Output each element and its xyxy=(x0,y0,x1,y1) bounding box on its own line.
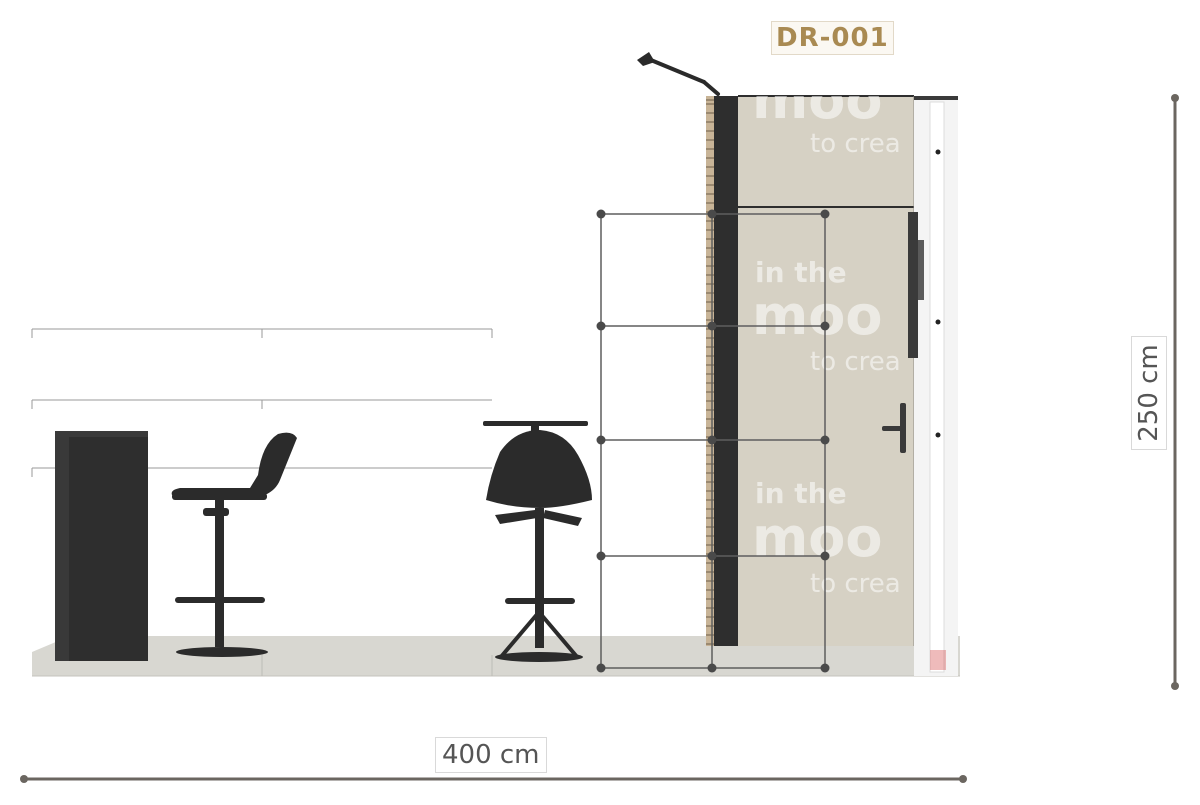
graphic-line2-top: moo xyxy=(752,68,882,131)
shelf-connector xyxy=(596,551,606,561)
bar-stool-right xyxy=(486,430,592,662)
booth-code-tag: DR-001 xyxy=(771,21,894,55)
shelf-connector xyxy=(820,435,830,445)
reception-counter xyxy=(55,431,148,661)
booth-frame-dark xyxy=(714,96,738,646)
shelf-connector xyxy=(707,663,717,673)
door-handle xyxy=(882,403,906,453)
shelf-connector xyxy=(820,551,830,561)
side-column xyxy=(908,96,958,676)
graphic-line3-mid: to crea xyxy=(810,347,901,377)
wall-graphic: moo to crea in the moo to crea in the mo… xyxy=(752,68,901,599)
graphic-line1-low: in the xyxy=(755,477,847,510)
shelf-connector xyxy=(707,321,717,331)
shelf-connector xyxy=(707,435,717,445)
shelf-connector xyxy=(820,321,830,331)
graphic-line3-low: to crea xyxy=(810,569,901,599)
shelf-connector xyxy=(820,209,830,219)
height-dimension-text: 250 cm xyxy=(1134,344,1164,442)
slat-wall xyxy=(706,96,714,646)
height-dimension-line xyxy=(1171,94,1179,690)
height-dimension-label: 250 cm xyxy=(1131,336,1167,450)
graphic-line1-mid: in the xyxy=(755,256,847,289)
spotlight xyxy=(637,52,720,96)
width-dimension-line xyxy=(20,775,967,783)
high-table xyxy=(483,421,588,434)
shelf-connector xyxy=(596,209,606,219)
bar-stool-left xyxy=(171,432,297,657)
shelf-connector xyxy=(820,663,830,673)
shelf-connector xyxy=(596,321,606,331)
graphic-line2-low: moo xyxy=(752,506,882,569)
shelf-connector xyxy=(596,435,606,445)
shelf-connector xyxy=(707,209,717,219)
graphic-line3-top: to crea xyxy=(810,129,901,159)
width-dimension-label: 400 cm xyxy=(435,737,547,773)
shelf-connector xyxy=(596,663,606,673)
graphic-line2-mid: moo xyxy=(752,284,882,347)
shelving-grid xyxy=(596,209,830,673)
shelf-connector xyxy=(707,551,717,561)
